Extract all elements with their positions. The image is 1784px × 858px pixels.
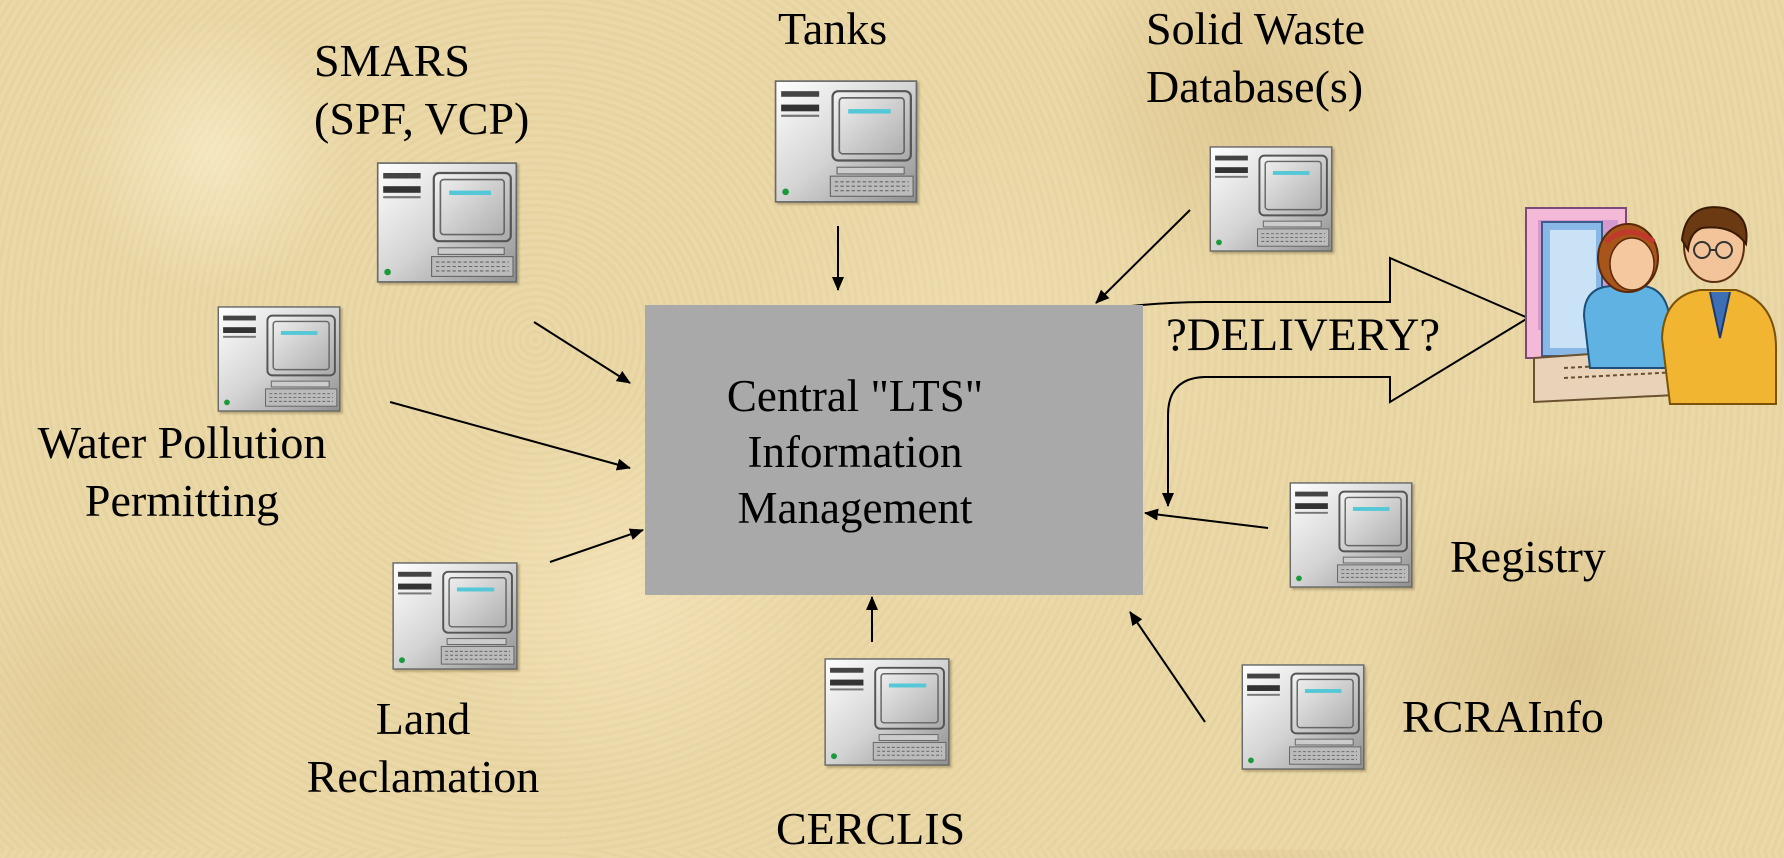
tanks-computer-icon xyxy=(774,80,918,203)
smars-line1: SMARS xyxy=(314,35,470,86)
arrow-water-pollution xyxy=(389,401,631,471)
users-at-computer-illustration xyxy=(1525,206,1777,405)
delivery-label: ?DELIVERY? xyxy=(1166,309,1441,361)
arrow-rcrainfo xyxy=(1129,611,1206,723)
smars-computer-icon xyxy=(376,162,518,283)
smars-label: SMARS (SPF, VCP) xyxy=(314,32,529,147)
solid-waste-line1: Solid Waste xyxy=(1146,3,1366,54)
water-pollution-computer-icon xyxy=(217,306,341,412)
rcrainfo-computer-icon xyxy=(1241,664,1365,770)
tanks-label: Tanks xyxy=(778,3,888,54)
arrow-solid-waste xyxy=(1095,209,1191,304)
registry-computer-icon xyxy=(1289,482,1413,588)
water-pollution-line1: Water Pollution xyxy=(37,417,327,468)
land-reclamation-label: Land Reclamation xyxy=(280,690,566,805)
rcrainfo-label: RCRAInfo xyxy=(1402,691,1604,742)
land-reclamation-computer-icon xyxy=(392,562,518,670)
arrow-land-reclamation xyxy=(549,528,644,563)
central-lts-line1: Central "LTS" xyxy=(726,371,984,421)
land-reclamation-line2: Reclamation xyxy=(306,750,540,802)
water-pollution-label: Water Pollution Permitting xyxy=(14,414,350,529)
solid-waste-computer-icon xyxy=(1209,146,1333,252)
central-lts-label: Central "LTS" Information Management xyxy=(690,368,1020,536)
central-lts-line2: Information xyxy=(747,427,963,477)
cerclis-label: CERCLIS xyxy=(776,803,966,854)
central-lts-block xyxy=(645,305,1143,595)
cerclis-computer-icon xyxy=(824,658,950,766)
registry-label: Registry xyxy=(1450,531,1606,582)
solid-waste-label: Solid Waste Database(s) xyxy=(1146,0,1365,115)
arrow-registry xyxy=(1144,508,1269,529)
land-reclamation-line1: Land xyxy=(375,693,471,744)
central-lts-line3: Management xyxy=(737,483,973,533)
water-pollution-line2: Permitting xyxy=(84,474,280,526)
arrow-smars xyxy=(533,321,631,384)
smars-line2: (SPF, VCP) xyxy=(314,92,530,144)
solid-waste-line2: Database(s) xyxy=(1146,60,1364,112)
